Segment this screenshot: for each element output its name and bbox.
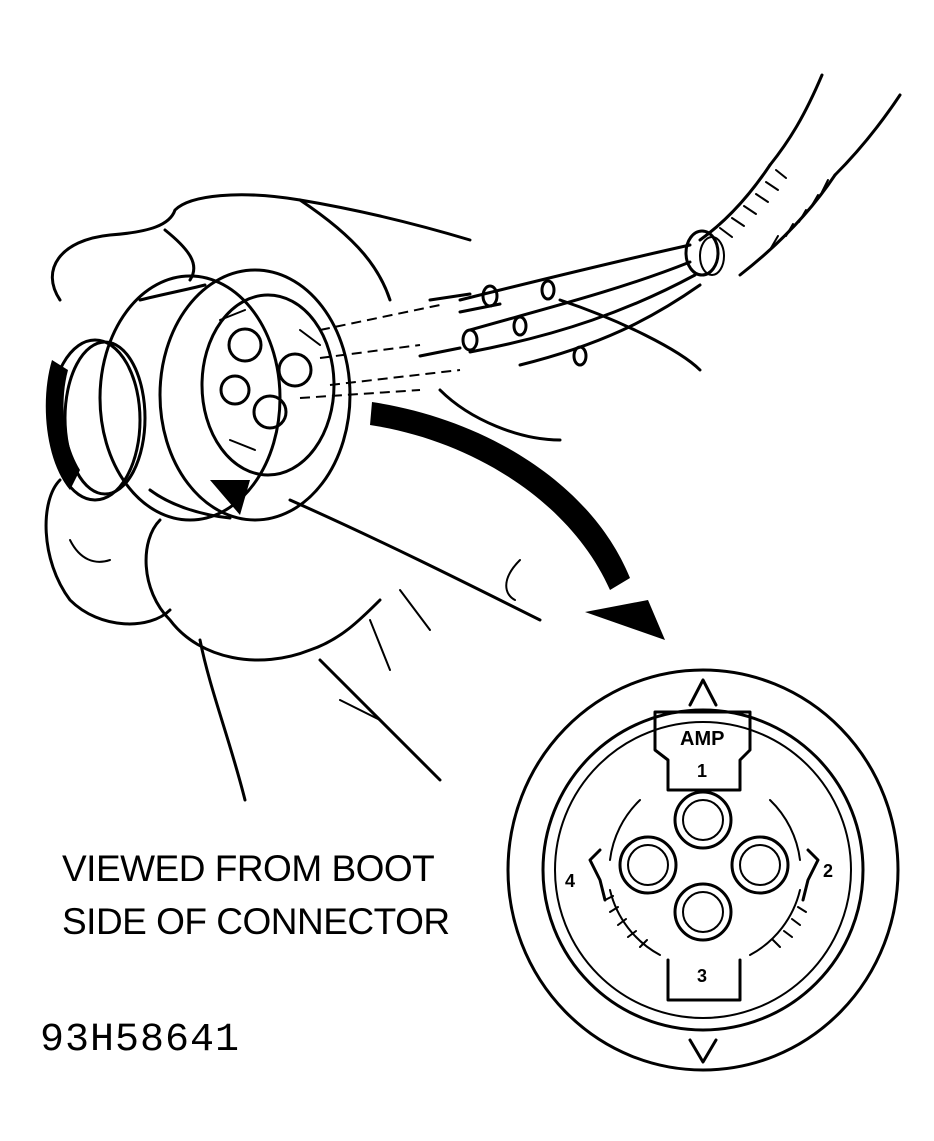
figure-id: 93H58641 bbox=[40, 1018, 241, 1063]
terminal-4-label: 4 bbox=[565, 871, 575, 891]
terminal-sockets bbox=[618, 790, 790, 942]
wire-harness bbox=[299, 73, 902, 399]
brand-label: AMP bbox=[680, 728, 724, 750]
terminal-3-label: 3 bbox=[697, 966, 707, 986]
caption-line-2: SIDE OF CONNECTOR bbox=[62, 901, 450, 942]
connector-end-view: AMP 1 3 4 2 bbox=[506, 668, 900, 1072]
view-caption: VIEWED FROM BOOT SIDE OF CONNECTOR bbox=[62, 842, 502, 948]
terminal-1-label: 1 bbox=[697, 761, 707, 781]
connector-body bbox=[45, 268, 352, 522]
hand-outline bbox=[44, 193, 702, 802]
caption-line-1: VIEWED FROM BOOT bbox=[62, 848, 435, 889]
terminal-2-label: 2 bbox=[823, 861, 833, 881]
terminal-crimps bbox=[418, 279, 588, 367]
direction-arrow bbox=[370, 402, 665, 640]
